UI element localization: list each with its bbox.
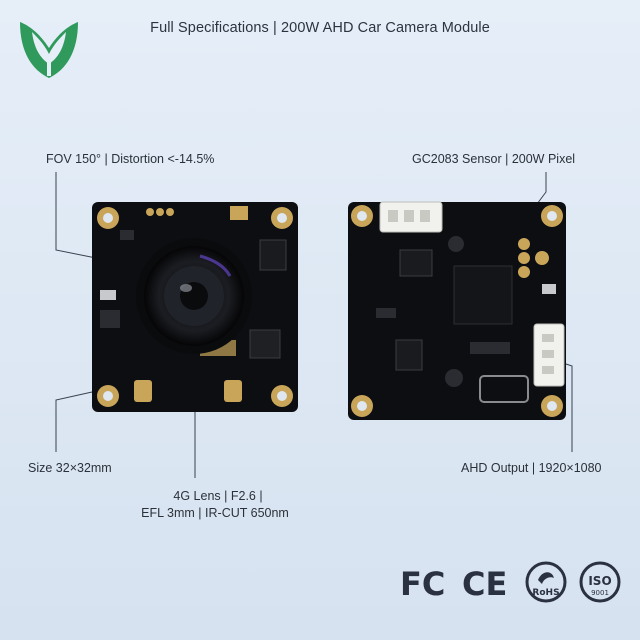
rohs-badge-text: RoHS <box>532 588 559 598</box>
brand-logo-icon <box>12 12 86 86</box>
rohs-badge-icon: RoHS <box>524 560 568 604</box>
fov-callout: FOV 150° | Distortion <-14.5% <box>46 152 215 166</box>
back-pcb-image <box>346 200 568 422</box>
fc-mark-icon: FC <box>398 563 448 603</box>
front-pcb-image <box>90 200 300 415</box>
lens-callout: 4G Lens | F2.6 | EFL 3mm | IR-CUT 650nm <box>141 488 289 522</box>
output-callout: AHD Output | 1920×1080 <box>461 461 602 475</box>
lens-callout-line2: EFL 3mm | IR-CUT 650nm <box>141 506 289 520</box>
ce-mark-text: CE <box>462 565 507 603</box>
fc-mark-text: FC <box>400 565 445 603</box>
size-callout: Size 32×32mm <box>28 461 112 475</box>
iso-badge-number: 9001 <box>591 589 609 597</box>
iso-badge-text: ISO <box>588 574 611 588</box>
sensor-callout: GC2083 Sensor | 200W Pixel <box>412 152 576 166</box>
lens-callout-line1: 4G Lens | F2.6 | <box>173 489 263 503</box>
page-title: Full Specifications | 200W AHD Car Camer… <box>150 20 490 36</box>
iso-badge-icon: ISO 9001 <box>578 560 622 604</box>
ce-mark-icon: CE <box>460 563 512 603</box>
